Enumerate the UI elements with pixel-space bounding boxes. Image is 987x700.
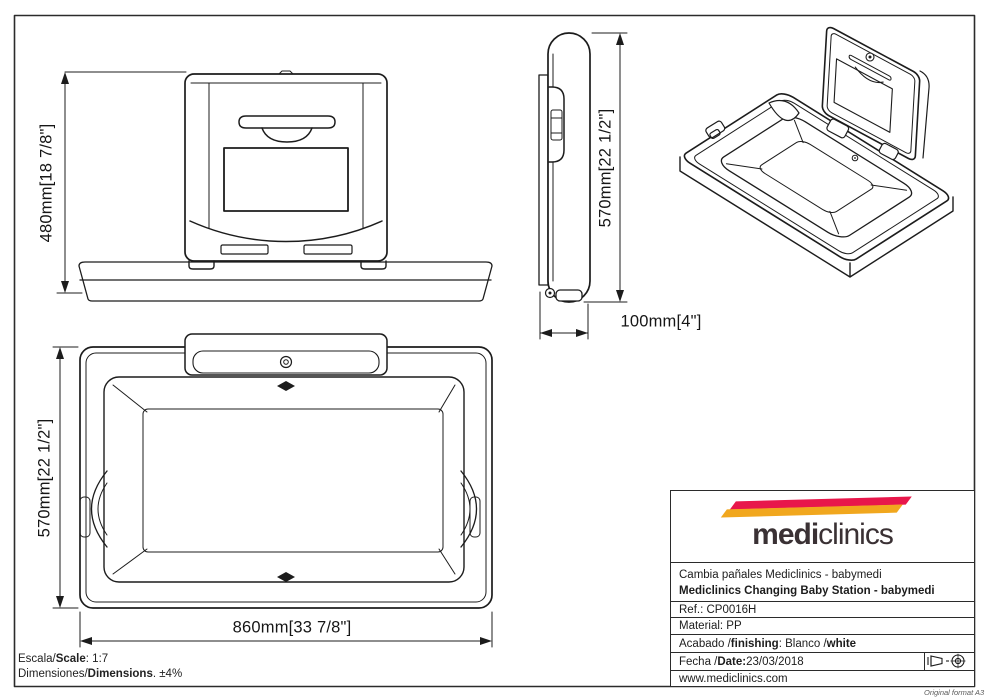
projection-symbol-cell xyxy=(924,653,974,670)
format-note: Original format A3 xyxy=(924,688,984,697)
date-label-en: Date: xyxy=(717,655,747,668)
tolerance-note-bold: Dimensions xyxy=(87,668,153,680)
sheet-frame xyxy=(13,14,976,688)
website-row: www.mediclinics.com xyxy=(671,670,974,687)
tolerance-note-value: . ±4% xyxy=(152,668,183,680)
view-top-open xyxy=(52,333,493,648)
date-label-es: Fecha / xyxy=(679,655,718,668)
logo-wordmark: mediclinics xyxy=(671,518,974,552)
dim-side-depth-text: 100mm[4"] xyxy=(620,312,702,331)
dim-top-width-text: 860mm[33 7/8"] xyxy=(232,618,352,637)
finishing-label-en: finishing xyxy=(730,637,779,650)
logo-clinics: clinics xyxy=(818,518,894,551)
material-row: Material: PP xyxy=(671,617,974,634)
reference-row: Ref.: CP0016H xyxy=(671,601,974,617)
finishing-value-en: white xyxy=(826,637,857,650)
title-block: mediclinics Cambia pañales Mediclinics -… xyxy=(670,490,975,687)
date-value: 23/03/2018 xyxy=(746,655,804,668)
first-angle-projection-icon xyxy=(927,653,966,669)
view-perspective-open xyxy=(680,25,953,277)
mediclinics-logo: mediclinics xyxy=(671,491,974,562)
format-note-text: Original format A3 xyxy=(924,688,985,697)
product-name-row: Cambia pañales Mediclinics - babymedi Me… xyxy=(671,562,974,601)
product-name-en: Mediclinics Changing Baby Station - baby… xyxy=(679,585,935,597)
view-front-closed xyxy=(56,70,493,302)
tolerance-note-prefix: Dimensiones/ xyxy=(18,668,88,680)
dim-top-height-text: 570mm[22 1/2"] xyxy=(35,418,54,538)
date-row: Fecha / Date: 23/03/2018 xyxy=(671,652,974,670)
view-side-closed xyxy=(538,32,628,340)
dim-side-height-text: 570mm[22 1/2"] xyxy=(596,108,615,228)
scale-note-value: : 1:7 xyxy=(85,653,109,665)
logo-medi: medi xyxy=(752,518,819,551)
product-name-es: Cambia pañales Mediclinics - babymedi xyxy=(679,569,882,581)
tolerance-note: Dimensiones/Dimensions. ±4% xyxy=(18,668,182,680)
scale-note-prefix: Escala/ xyxy=(18,653,56,665)
material-value: Material: PP xyxy=(679,620,742,632)
scale-note: Escala/Scale: 1:7 xyxy=(18,653,108,665)
finishing-value-es: : Blanco / xyxy=(778,637,827,650)
finishing-label-es: Acabado / xyxy=(679,637,731,650)
finishing-row: Acabado / finishing: Blanco / white xyxy=(671,634,974,652)
dim-front-height-text: 480mm[18 7/8"] xyxy=(37,123,56,243)
reference-value: Ref.: CP0016H xyxy=(679,603,757,616)
scale-note-bold: Scale xyxy=(55,653,86,665)
website-text: www.mediclinics.com xyxy=(679,673,788,685)
